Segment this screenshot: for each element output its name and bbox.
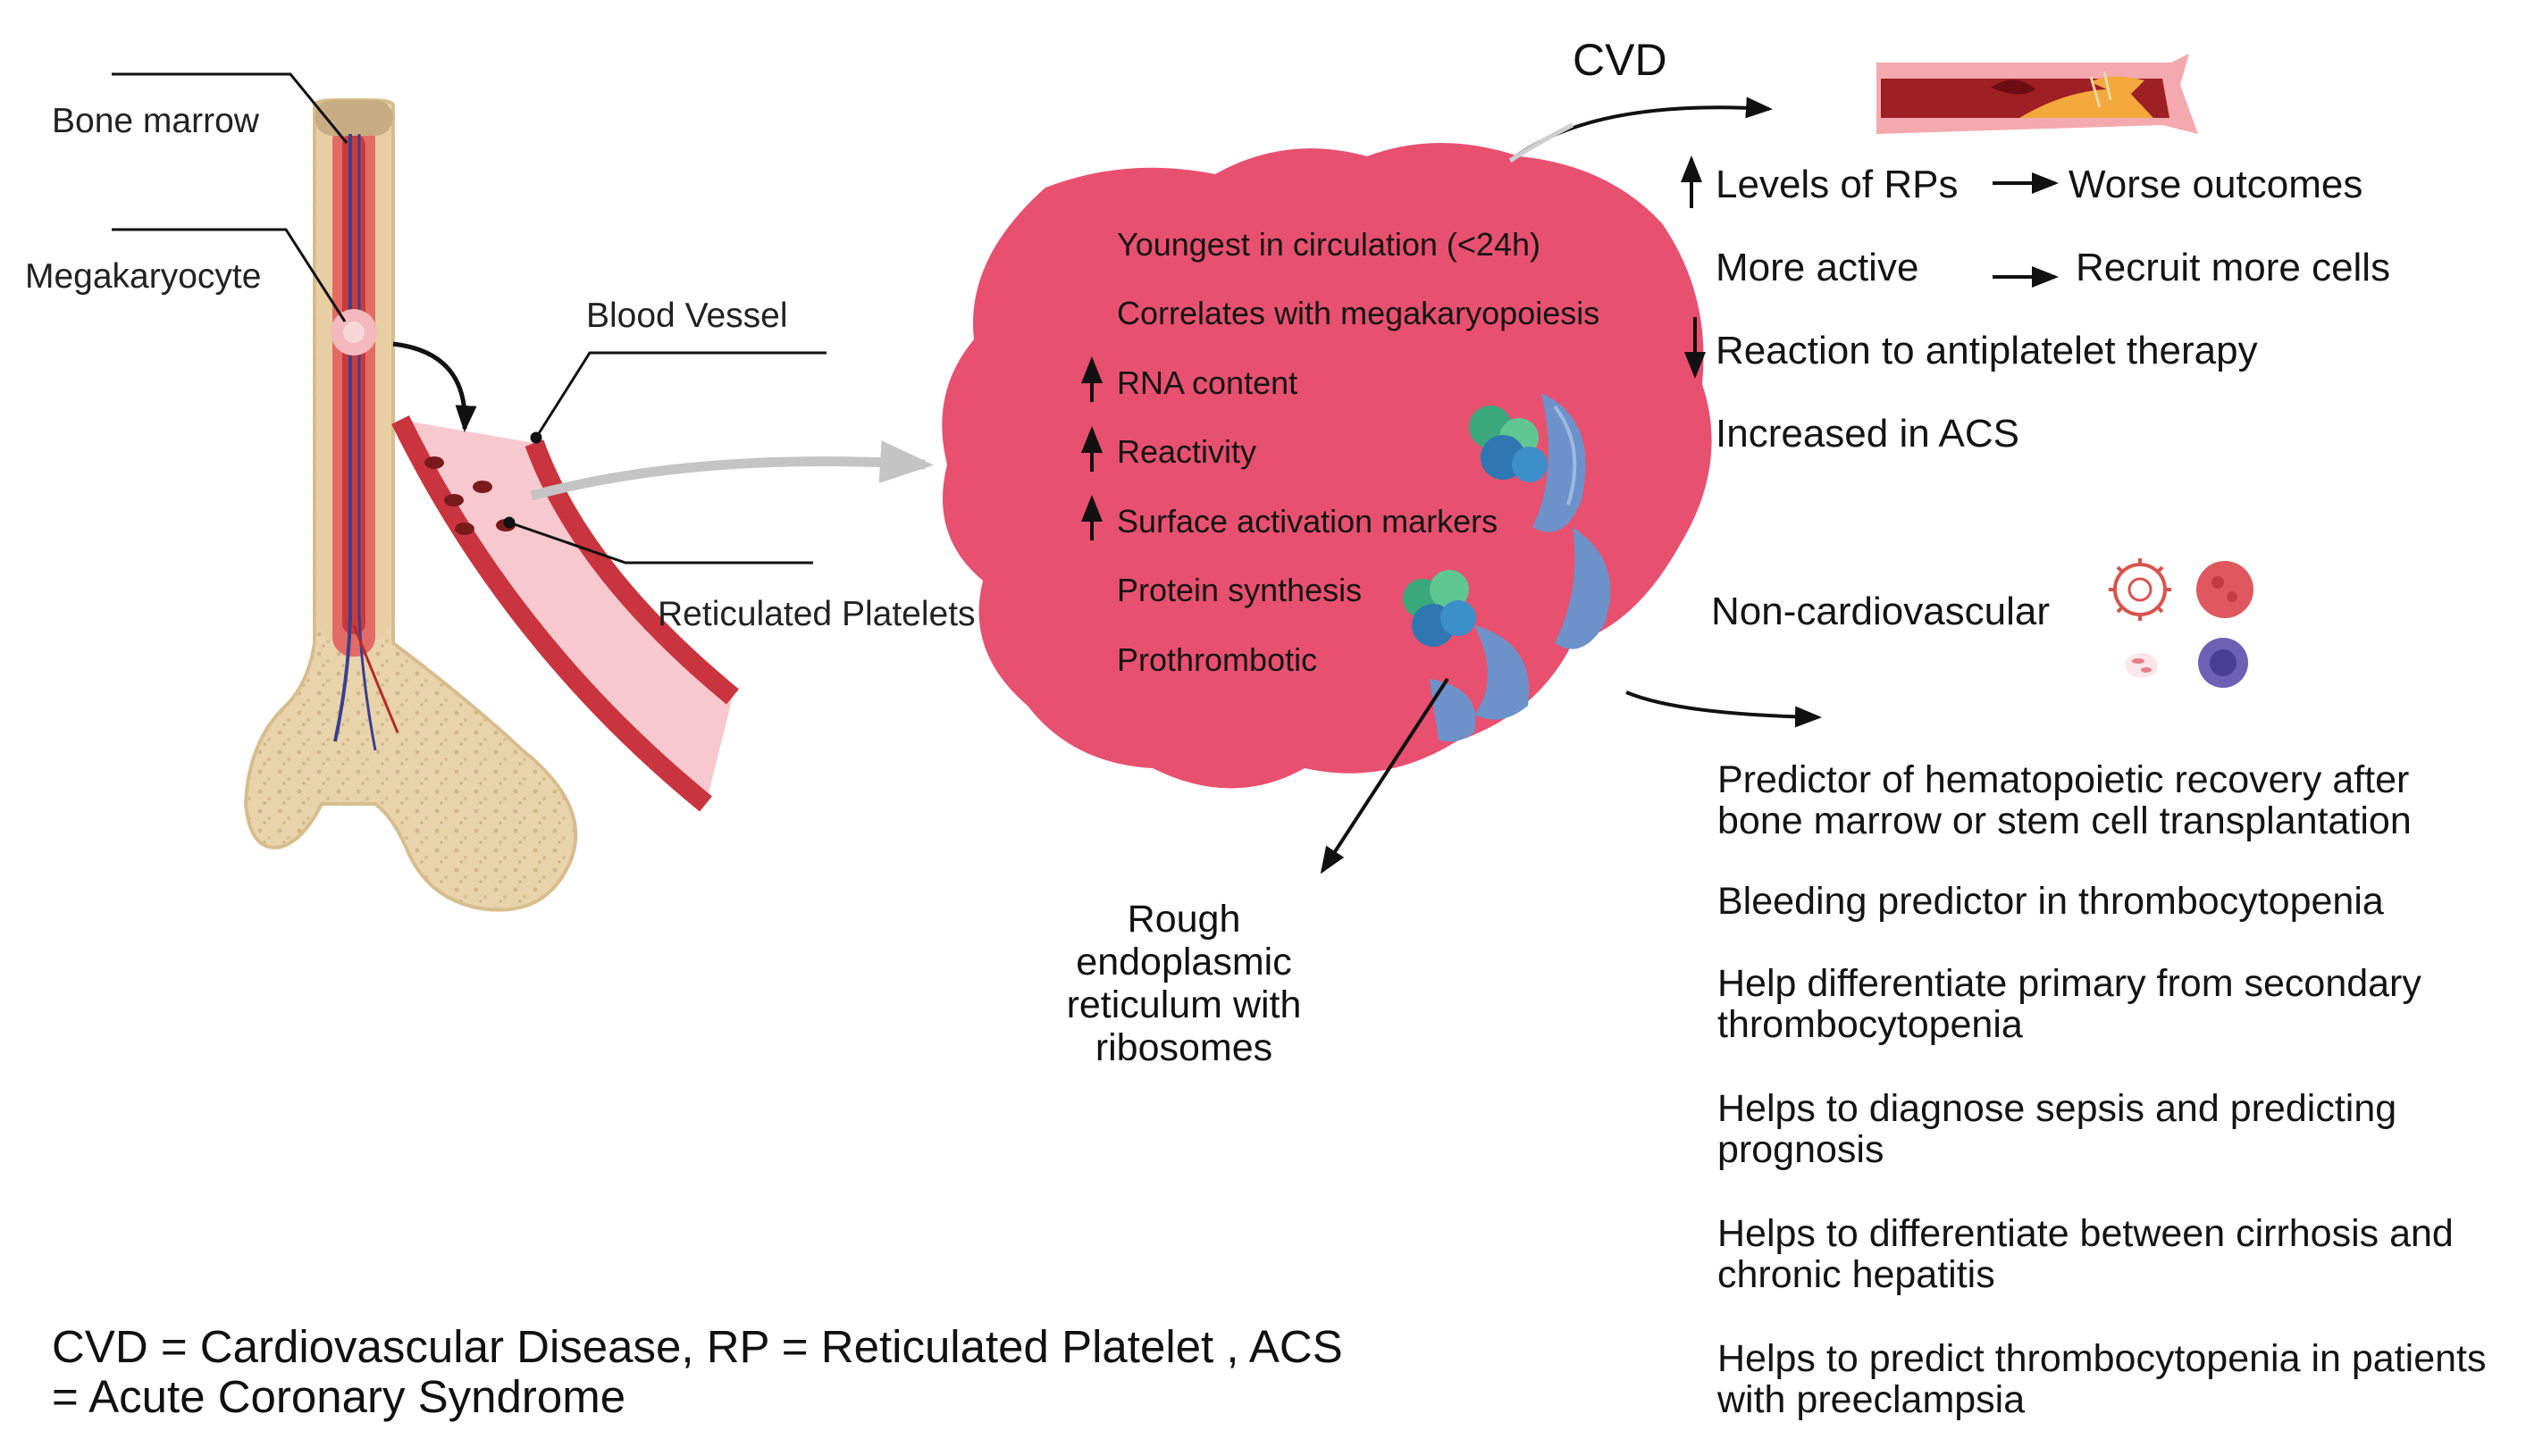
cvd-title: CVD [1573, 35, 1667, 85]
cvd-worse-outcomes: Worse outcomes [2069, 163, 2363, 206]
abbreviation-legend: CVD = Cardiovascular Disease, RP = Retic… [52, 1321, 1343, 1422]
release-arrow [392, 341, 477, 432]
feature-surface-markers: Surface activation markers [1117, 503, 1498, 540]
noncv-item-5: Helps to differentiate between cirrhosis… [1717, 1212, 2454, 1296]
label-rough-er: Rough endoplasmic reticulum with ribosom… [1066, 898, 1302, 1069]
cvd-acs: Increased in ACS [1716, 412, 2019, 456]
noncv-title: Non-cardiovascular [1711, 590, 2051, 633]
noncv-item-6: Helps to predict thrombocytopenia in pat… [1717, 1337, 2487, 1421]
noncv-item-2: Bleeding predictor in thrombocytopenia [1717, 880, 2384, 923]
label-megakaryocyte: Megakaryocyte [25, 257, 262, 296]
feature-youngest: Youngest in circulation (<24h) [1117, 226, 1540, 263]
er-ribosomes [1403, 393, 1611, 742]
noncv-arrow [1625, 690, 1822, 728]
feature-protein-synthesis: Protein synthesis [1117, 572, 1363, 608]
label-bone-marrow: Bone marrow [52, 102, 259, 140]
virus-icon [2113, 563, 2167, 616]
artery-illustration [1876, 54, 2198, 134]
feature-megakaryopoiesis: Correlates with megakaryopoiesis [1117, 295, 1600, 331]
cvd-levels-rps: Levels of RPs [1716, 163, 1959, 206]
cvd-row-arrows [1681, 155, 2059, 379]
feature-rna-content: RNA content [1117, 364, 1298, 401]
blood-vessel-illustration [391, 415, 739, 812]
noncv-item-1: Predictor of hematopoietic recovery afte… [1717, 758, 2412, 842]
feature-prothrombotic: Prothrombotic [1117, 641, 1318, 678]
platelet-icon [2126, 653, 2158, 678]
platelet-blob [942, 143, 1712, 789]
er-arrow [1320, 677, 1449, 874]
feature-reactivity: Reactivity [1117, 433, 1257, 470]
cvd-more-active: More active [1716, 246, 1919, 289]
cvd-antiplatelet: Reaction to antiplatelet therapy [1716, 329, 2258, 372]
cvd-recruit-cells: Recruit more cells [2076, 246, 2391, 289]
noncv-item-4: Helps to diagnose sepsis and predicting … [1717, 1087, 2397, 1171]
red-cell-icon [2196, 561, 2253, 618]
leader-lines [112, 72, 827, 565]
bone-illustration [243, 98, 578, 912]
zoom-arrow [530, 440, 934, 501]
cell-icons [2109, 558, 2253, 688]
label-reticulated-platelets: Reticulated Platelets [658, 595, 976, 633]
cvd-arrow [1508, 96, 1773, 163]
noncv-item-3: Help differentiate primary from secondar… [1717, 962, 2421, 1046]
label-blood-vessel: Blood Vessel [586, 297, 788, 335]
